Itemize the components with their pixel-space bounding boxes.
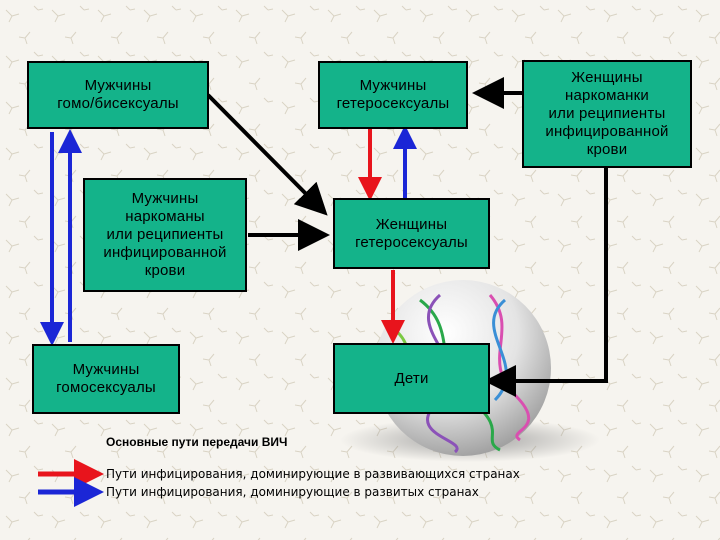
box-children: Дети [333, 343, 490, 414]
legend-red-label: Пути инфицирования, доминирующие в разви… [106, 467, 520, 481]
box-drug-women: Женщины наркоманки или реципиенты инфици… [522, 60, 692, 168]
box-hetero-men: Мужчины гетеросексуалы [318, 61, 468, 129]
box-hetero-women: Женщины гетеросексуалы [333, 198, 490, 269]
legend-title: Основные пути передачи ВИЧ [106, 435, 288, 449]
box-drug-men: Мужчины наркоманы или реципиенты инфицир… [83, 178, 247, 292]
black-arrow-gaybi-to-women [206, 93, 328, 216]
legend-blue-label: Пути инфицирования, доминирующие в разви… [106, 485, 479, 499]
black-arrow-drugwomen-to-children [484, 168, 608, 397]
box-gay-men: Мужчины гомосексуалы [32, 344, 180, 414]
box-gay-bi-men: Мужчины гомо/бисексуалы [27, 61, 209, 129]
